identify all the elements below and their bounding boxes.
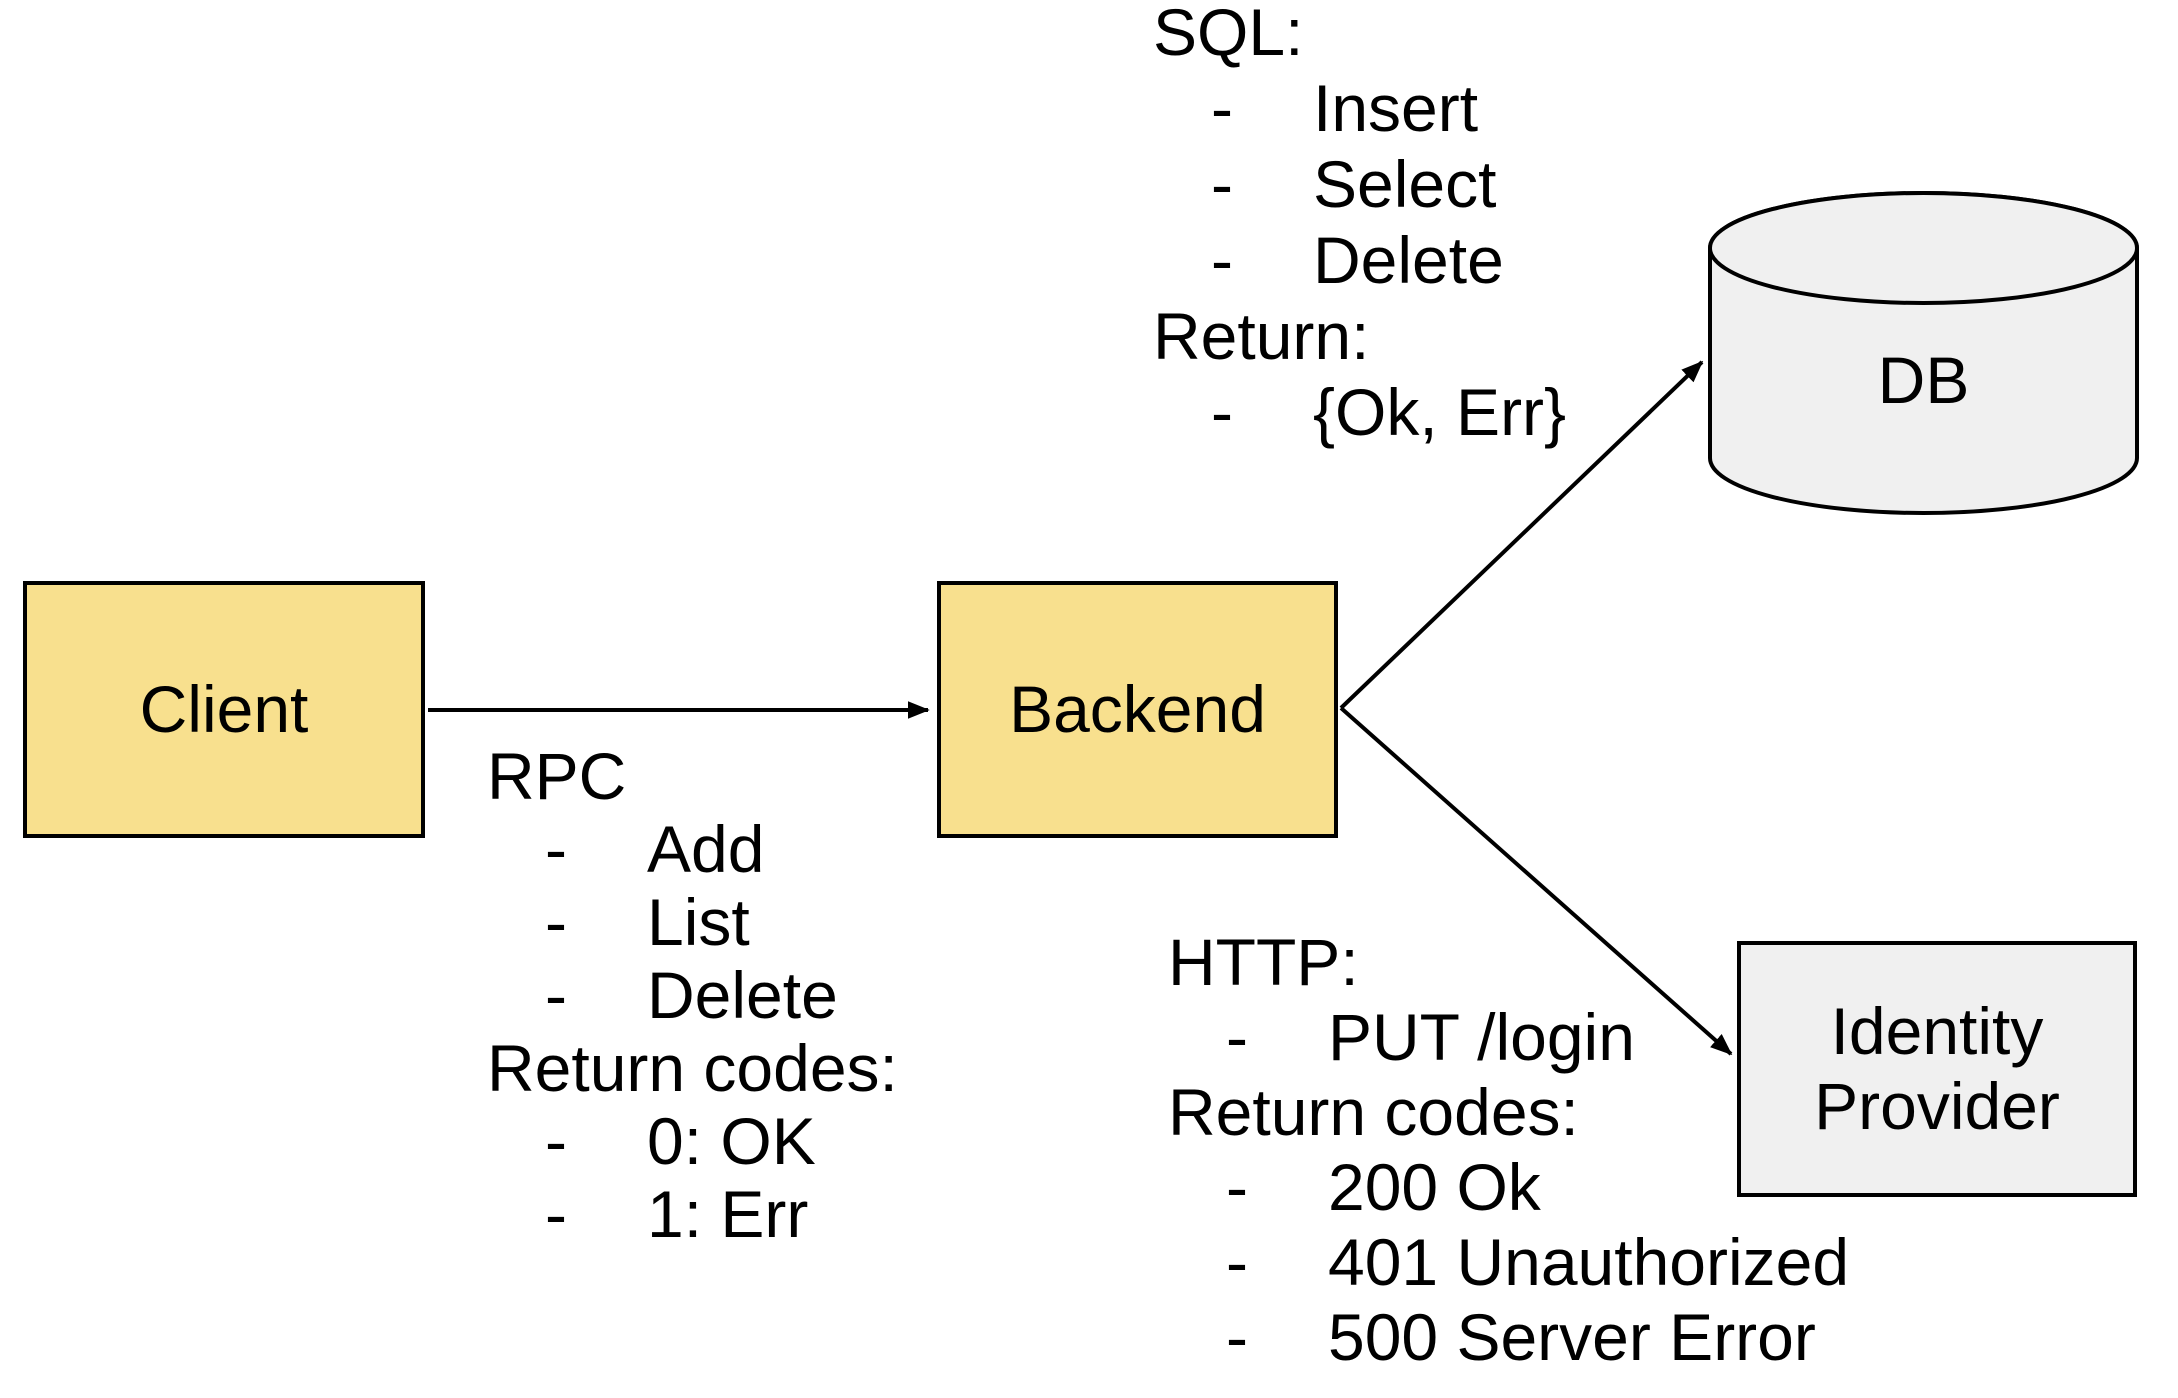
- annotation-item-text: 1: Err: [647, 1177, 809, 1251]
- annotation-line: - Select: [1153, 146, 1566, 222]
- bullet-hyphen: -: [1226, 1300, 1248, 1374]
- annotation-line: SQL:: [1153, 0, 1304, 69]
- bullet-hyphen: -: [1211, 71, 1233, 145]
- annotation-item-text: 500 Server Error: [1328, 1300, 1816, 1374]
- annotation-line: - 1: Err: [487, 1178, 898, 1251]
- bullet-hyphen: -: [1226, 1225, 1248, 1299]
- node-backend-label: Backend: [1009, 672, 1266, 746]
- annotation-line: - Add: [487, 813, 898, 886]
- annotation-item-text: Delete: [1313, 223, 1504, 297]
- bullet-hyphen: -: [1211, 147, 1233, 221]
- db-cylinder: [1708, 191, 2139, 515]
- bullet-hyphen: -: [1226, 1000, 1248, 1074]
- annotation-item-text: Select: [1313, 147, 1497, 221]
- bullet-hyphen: -: [1226, 1150, 1248, 1224]
- edge-backend-db: [1339, 360, 1704, 710]
- node-backend: Backend: [937, 581, 1338, 838]
- db-cylinder-top: [1708, 191, 2139, 305]
- annotation-item-text: Add: [647, 812, 765, 886]
- annotation-line: - List: [487, 886, 898, 959]
- bullet-hyphen: -: [545, 958, 567, 1032]
- annotation-item-text: List: [647, 885, 750, 959]
- annotation-item-text: Delete: [647, 958, 838, 1032]
- annotation-line: - 401 Unauthorized: [1168, 1225, 1849, 1300]
- node-db-label: DB: [1877, 343, 1970, 417]
- bullet-hyphen: -: [545, 885, 567, 959]
- annotation-line: - PUT /login: [1168, 1000, 1849, 1075]
- annotation-line: - Insert: [1153, 70, 1566, 146]
- node-client-label: Client: [139, 672, 309, 746]
- annotation-line: - Delete: [487, 959, 898, 1032]
- annotation-line: - 200 Ok: [1168, 1150, 1849, 1225]
- annotation-item-text: 401 Unauthorized: [1328, 1225, 1850, 1299]
- node-identity-provider: Identity Provider: [1737, 941, 2137, 1197]
- annotation-item-text: PUT /login: [1328, 1000, 1635, 1074]
- bullet-hyphen: -: [1211, 375, 1233, 449]
- annotation-line: - 0: OK: [487, 1105, 898, 1178]
- annotation-line: Return:: [1153, 299, 1370, 373]
- annotation-line: Return codes:: [1168, 1075, 1579, 1149]
- annotation-line: - {Ok, Err}: [1153, 374, 1566, 450]
- annotation-line: RPC: [487, 739, 627, 813]
- bullet-hyphen: -: [545, 1104, 567, 1178]
- annotation-item-text: {Ok, Err}: [1313, 375, 1567, 449]
- bullet-hyphen: -: [545, 812, 567, 886]
- annotation-item-text: 0: OK: [647, 1104, 816, 1178]
- bullet-hyphen: -: [1211, 223, 1233, 297]
- annotation-line: HTTP:: [1168, 925, 1359, 999]
- bullet-hyphen: -: [545, 1177, 567, 1251]
- annotation-line: - 500 Server Error: [1168, 1300, 1849, 1375]
- annotation-item-text: 200 Ok: [1328, 1150, 1541, 1224]
- annotation-line: - Delete: [1153, 222, 1566, 298]
- annotation-line: Return codes:: [487, 1031, 898, 1105]
- node-client: Client: [23, 581, 425, 838]
- annotation-item-text: Insert: [1313, 71, 1479, 145]
- edge-backend-identity-provider: [1339, 706, 1733, 1056]
- node-identity-provider-label: Identity Provider: [1814, 994, 2060, 1143]
